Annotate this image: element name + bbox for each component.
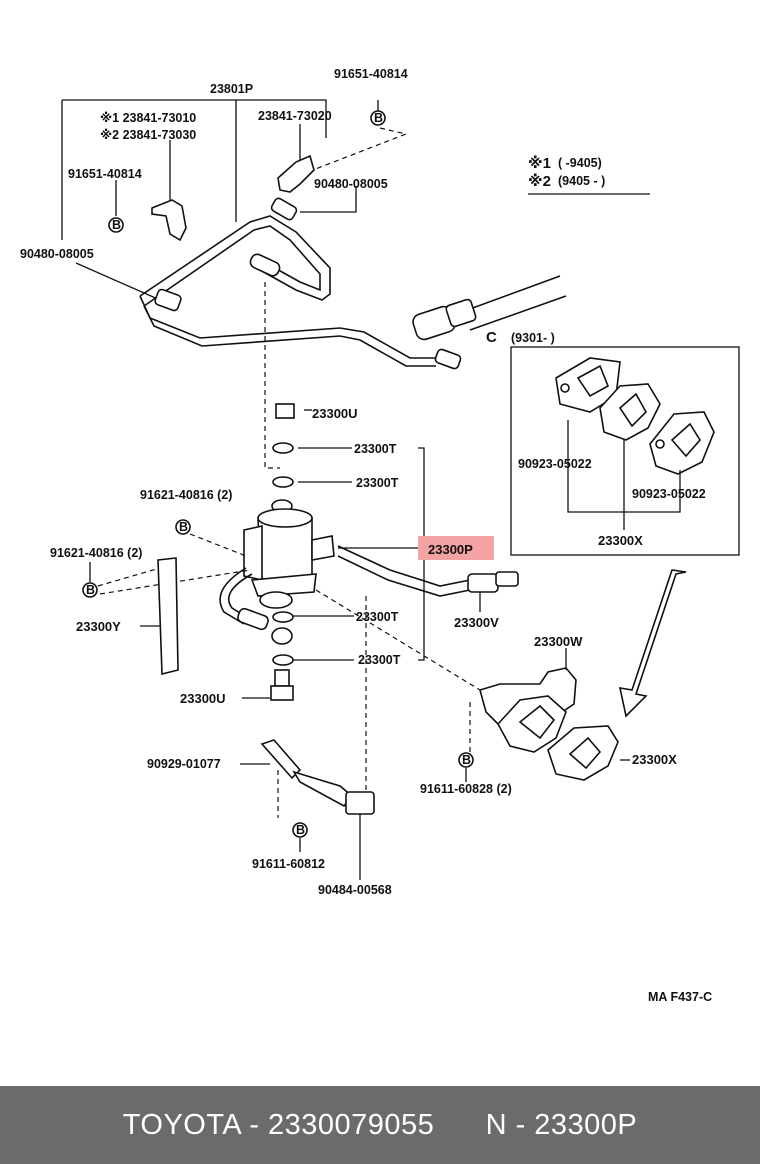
b-mark-91621-left: B: [86, 583, 95, 597]
label-90923-left: 90923-05022: [518, 457, 592, 471]
bolt-b-icon: [458, 752, 474, 768]
fuel-rail-connector: [412, 275, 567, 341]
bolt-b-icon: [370, 110, 386, 126]
label-23300t-1: 23300T: [354, 442, 397, 456]
label-90484: 90484-00568: [318, 883, 392, 897]
b-mark-91611-60812: B: [296, 823, 305, 837]
label-91651-left: 91651-40814: [68, 167, 142, 181]
note1-symbol: ※1: [528, 154, 551, 172]
b-mark-left: B: [112, 218, 121, 232]
inset-box: [510, 346, 740, 556]
label-90480-right: 90480-08005: [314, 177, 388, 191]
note1-range: ( -9405): [558, 156, 602, 170]
label-90480-left: 90480-08005: [20, 247, 94, 261]
label-23300u-top: 23300U: [312, 406, 358, 421]
label-23300y: 23300Y: [76, 619, 121, 634]
fuel-pump-body: [219, 403, 519, 645]
footer-bar: TOYOTA - 2330079055 N - 23300P: [0, 1086, 760, 1164]
fuel-pump-parts-diagram: 23801P 91651-40814 B 23841-73020 ※1 2384…: [20, 67, 740, 1004]
label-23841-73030: ※2 23841-73030: [100, 128, 196, 142]
bracket-23300y: [157, 557, 179, 676]
footer-part-number: TOYOTA - 2330079055 N - 23300P: [122, 1108, 638, 1141]
label-90923-right: 90923-05022: [632, 487, 706, 501]
label-23801p: 23801P: [210, 82, 253, 96]
inset-gaskets: [555, 357, 715, 475]
b-mark-top: B: [374, 111, 383, 125]
label-23300p[interactable]: 23300P: [428, 542, 473, 557]
label-91611-60828: 91611-60828 (2): [420, 782, 512, 796]
label-23300t-4: 23300T: [358, 653, 401, 667]
note2-symbol: ※2: [528, 172, 551, 190]
b-mark-91621-top: B: [179, 520, 188, 534]
b-mark-91611-60828: B: [462, 753, 471, 767]
arrow-down-icon: [618, 569, 687, 718]
label-90929: 90929-01077: [147, 757, 221, 771]
label-23841-73020: 23841-73020: [258, 109, 332, 123]
gasket-23300x: [547, 725, 619, 781]
label-91621-top: 91621-40816 (2): [140, 488, 232, 502]
figure-code: MA F437-C: [648, 990, 712, 1004]
highlight-23300p: [418, 536, 494, 560]
label-23841-73010: ※1 23841-73010: [100, 111, 196, 125]
label-23300x-inset: 23300X: [598, 533, 643, 548]
bolt-b-icon: [175, 519, 191, 535]
clamp-assembly: [260, 739, 375, 880]
label-91621-left: 91621-40816 (2): [50, 546, 142, 560]
c-mark: C: [486, 329, 497, 346]
bolt-b-icon: [108, 217, 124, 233]
bolt-b-icon: [82, 582, 98, 598]
fuel-pipe-assembly: [61, 99, 462, 370]
label-91611-60812: 91611-60812: [252, 857, 325, 871]
inset-range: (9301- ): [511, 331, 555, 345]
label-23300w: 23300W: [534, 634, 583, 649]
label-23300t-2: 23300T: [356, 476, 399, 490]
bracket-23300w: [479, 667, 577, 753]
label-23300t-3: 23300T: [356, 610, 399, 624]
label-23300v: 23300V: [454, 615, 499, 630]
label-23300x-bot: 23300X: [632, 752, 677, 767]
bolt-b-icon: [292, 822, 308, 838]
note2-range: (9405 - ): [558, 174, 605, 188]
label-23300u-bot: 23300U: [180, 691, 226, 706]
label-91651-top: 91651-40814: [334, 67, 408, 81]
